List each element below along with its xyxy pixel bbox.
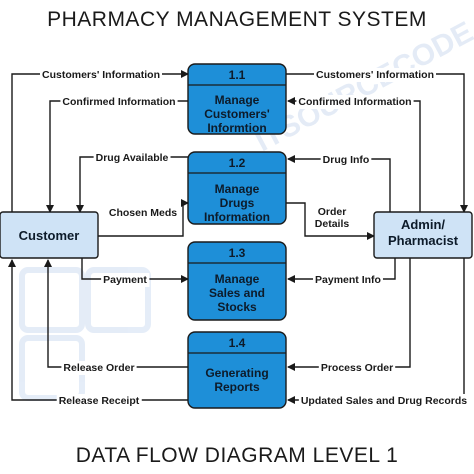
svg-text:Drug Available: Drug Available <box>96 152 169 164</box>
flow-release-order <box>44 259 188 368</box>
flow-chosen-meds <box>98 199 189 237</box>
flow-label-release-order: Release Order <box>61 361 137 375</box>
entity-admin-pharmacist: Admin/Pharmacist <box>373 211 473 259</box>
flow-order-details <box>286 202 375 240</box>
flow-drug-available <box>76 156 188 213</box>
flow-label-release-receipt: Release Receipt <box>56 394 142 408</box>
svg-text:Payment: Payment <box>103 274 147 286</box>
svg-text:Release Order: Release Order <box>63 362 134 374</box>
entity-admin-label: Admin/Pharmacist <box>388 217 459 248</box>
process-number: 1.2 <box>229 156 246 170</box>
flow-label-updated-sales: Updated Sales and Drug Records <box>298 394 470 408</box>
flow-customers-info-left <box>11 70 189 212</box>
svg-text:Updated Sales and Drug Records: Updated Sales and Drug Records <box>301 395 467 407</box>
flow-payment <box>81 258 189 283</box>
flow-label-payment-info: Payment Info <box>313 273 383 287</box>
flow-label-payment: Payment <box>101 273 150 287</box>
svg-text:Customers' Information: Customers' Information <box>316 69 434 81</box>
flow-label-drug-available: Drug Available <box>93 151 171 165</box>
flow-label-confirmed-info-left: Confirmed Information <box>60 95 178 109</box>
flow-label-confirmed-info-right: Confirmed Information <box>296 95 414 109</box>
svg-text:Payment Info: Payment Info <box>315 274 381 286</box>
svg-text:Confirmed Information: Confirmed Information <box>62 96 175 108</box>
svg-text:Release Receipt: Release Receipt <box>59 395 140 407</box>
process-number: 1.3 <box>229 246 246 260</box>
svg-text:Customers' Information: Customers' Information <box>42 69 160 81</box>
diagram-subtitle: DATA FLOW DIAGRAM LEVEL 1 <box>75 444 399 467</box>
process-number: 1.4 <box>229 336 246 350</box>
svg-text:Drug Info: Drug Info <box>323 154 370 166</box>
process-number: 1.1 <box>229 68 246 82</box>
watermark-logo <box>19 267 151 401</box>
flow-label-chosen-meds: Chosen Meds <box>106 206 180 220</box>
svg-text:Confirmed Information: Confirmed Information <box>298 96 411 108</box>
entity-customer-label: Customer <box>19 228 80 243</box>
svg-text:Chosen Meds: Chosen Meds <box>109 207 177 219</box>
flow-label-customers-info-left: Customers' Information <box>39 68 163 82</box>
diagram-title: PHARMACY MANAGEMENT SYSTEM <box>47 8 427 31</box>
svg-text:Process Order: Process Order <box>321 362 393 374</box>
entity-customer: Customer <box>0 211 99 259</box>
flow-label-customers-info-right: Customers' Information <box>313 68 437 82</box>
flow-label-drug-info: Drug Info <box>320 153 372 167</box>
flow-label-process-order: Process Order <box>318 361 396 375</box>
